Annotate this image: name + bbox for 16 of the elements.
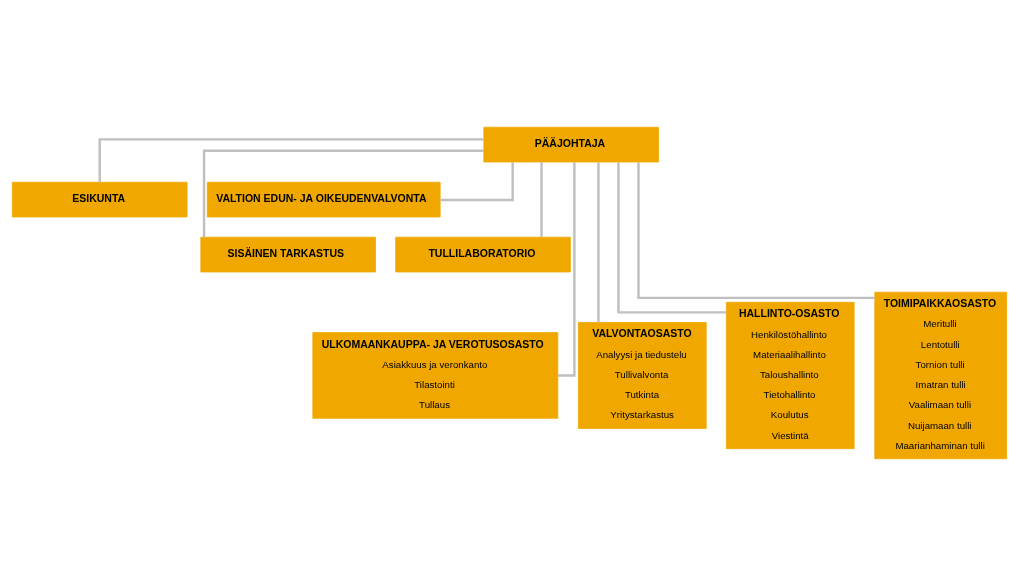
connector <box>440 162 514 202</box>
node-box: SISÄINEN TARKASTUS <box>200 236 376 273</box>
connector <box>98 138 484 183</box>
node-box: PÄÄJOHTAJA <box>483 126 659 163</box>
connector <box>597 162 600 323</box>
connector <box>617 162 727 314</box>
connector <box>540 162 543 237</box>
node-box: VALVONTAOSASTO Analyysi ja tiedustelu Tullivalvonta Tutkinta Yritystarkastus <box>578 322 707 429</box>
node-box: ULKOMAANKAUPPA- JA VEROTUSOSASTO Asiakkuus ja veronkanto Tilastointi Tullaus <box>312 332 559 419</box>
node-box: TULLILABORATORIO <box>395 236 571 273</box>
node-box: HALLINTO-OSASTO Henkilöstöhallinto Materiaalihallinto Taloushallinto Tietohallinto Koulutus Viestintä <box>726 301 855 450</box>
node-box: TOIMIPAIKKAOSASTO Meritulli Lentotulli Tornion tulli Imatran tulli Vaalimaan tulli Nuijamaan tulli Maarianhaminan tulli <box>874 291 1007 460</box>
node-box: VALTION EDUN- JA OIKEUDENVALVONTA <box>206 181 441 218</box>
connector <box>202 149 484 238</box>
node-box: ESIKUNTA <box>12 181 188 218</box>
connector <box>637 162 875 300</box>
